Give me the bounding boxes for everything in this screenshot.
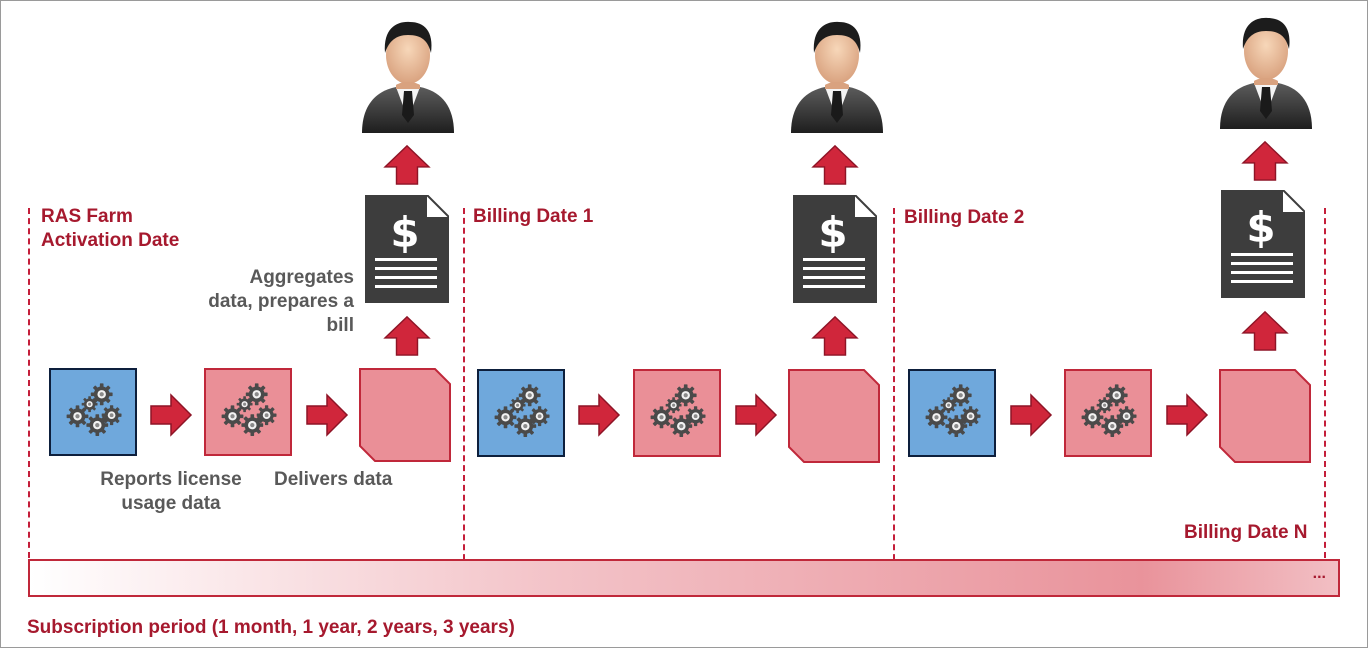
gears-icon (61, 380, 127, 446)
billing-date-1-marker (463, 208, 465, 570)
billing-date-n-label: Billing Date N (1184, 522, 1308, 543)
activation-date-line-1: RAS Farm (41, 206, 133, 227)
activation-date-line-2: Activation Date (41, 230, 180, 251)
red-arrow-up-icon (811, 144, 859, 186)
red-arrow-right-icon (734, 393, 778, 437)
license-server-box (1064, 369, 1152, 457)
billing-date-n-marker (1324, 208, 1326, 558)
businessman-icon (1216, 11, 1316, 129)
gears-icon (920, 381, 986, 447)
subscription-period-bar: ... (28, 559, 1340, 597)
dollar-bill-document-icon (365, 195, 449, 303)
billing-date-1-label: Billing Date 1 (473, 206, 594, 227)
red-arrow-up-icon (383, 144, 431, 186)
reporting-service-box (908, 369, 996, 457)
activation-date-label: RAS Farm Activation Date (41, 205, 179, 253)
reports-label: Reports license usage data (81, 468, 261, 516)
reports-line-1: Reports license (100, 469, 242, 490)
aggregates-line-2: data, prepares a (208, 291, 354, 312)
license-server-box (204, 368, 292, 456)
billing-date-2-label: Billing Date 2 (904, 207, 1025, 228)
activation-date-marker (28, 208, 30, 558)
delivers-label: Delivers data (274, 469, 393, 490)
folded-document-icon (359, 368, 451, 462)
gears-icon (645, 381, 711, 447)
red-arrow-up-icon (1241, 310, 1289, 352)
reporting-service-box (49, 368, 137, 456)
aggregates-line-3: bill (326, 315, 354, 336)
folded-document-icon (788, 369, 880, 463)
red-arrow-right-icon (1009, 393, 1053, 437)
red-arrow-up-icon (811, 315, 859, 357)
red-arrow-right-icon (1165, 393, 1209, 437)
red-arrow-right-icon (577, 393, 621, 437)
red-arrow-up-icon (1241, 140, 1289, 182)
red-arrow-right-icon (305, 393, 349, 437)
reporting-service-box (477, 369, 565, 457)
red-arrow-up-icon (383, 315, 431, 357)
folded-document-icon (1219, 369, 1311, 463)
license-server-box (633, 369, 721, 457)
subscription-period-label: Subscription period (1 month, 1 year, 2 … (27, 617, 515, 638)
gears-icon (216, 380, 282, 446)
gears-icon (1076, 381, 1142, 447)
aggregates-label: Aggregates data, prepares a bill (201, 266, 354, 338)
businessman-icon (358, 15, 458, 133)
continuation-ellipsis: ... (1312, 565, 1326, 582)
aggregates-line-1: Aggregates (249, 267, 354, 288)
dollar-bill-document-icon (793, 195, 877, 303)
gears-icon (489, 381, 555, 447)
billing-date-2-marker (893, 208, 895, 570)
businessman-icon (787, 15, 887, 133)
red-arrow-right-icon (149, 393, 193, 437)
dollar-bill-document-icon (1221, 190, 1305, 298)
reports-line-2: usage data (121, 493, 221, 514)
